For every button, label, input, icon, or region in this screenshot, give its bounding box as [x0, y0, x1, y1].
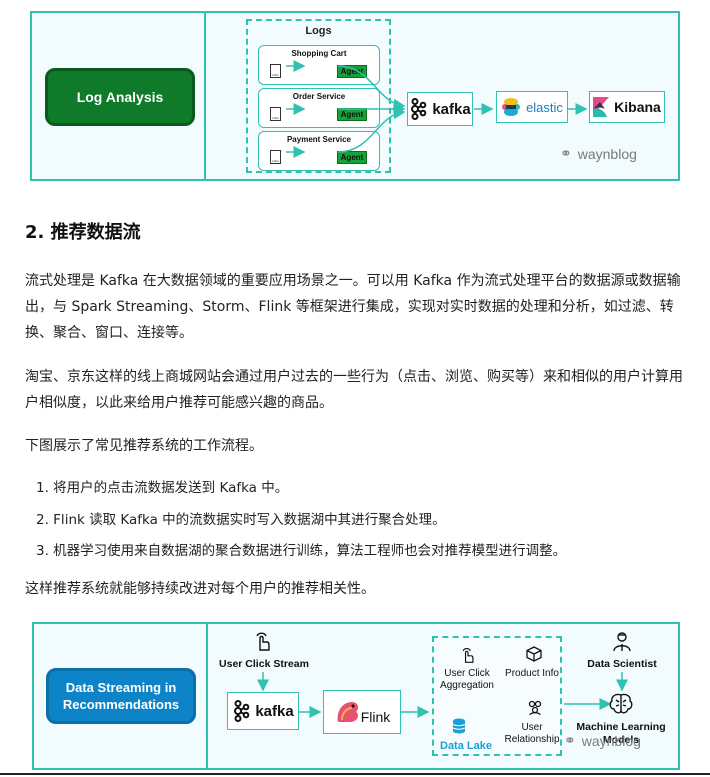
log-file-icon: LOG: [270, 64, 281, 78]
watermark-label: waynblog: [577, 145, 637, 162]
data-scientist-icon: [613, 632, 631, 652]
agent-badge: Agent: [337, 108, 367, 121]
section-heading: 2. 推荐数据流: [25, 222, 141, 243]
flow-arrows: [257, 672, 628, 718]
title-line-2: Recommendations: [62, 697, 180, 712]
elastic-icon: [502, 98, 521, 116]
recommendation-diagram: Data Streaming in Recommendations User C…: [32, 622, 680, 770]
log-analysis-title: Log Analysis: [76, 89, 164, 105]
kibana-icon: [593, 97, 610, 117]
paragraph-3: 下图展示了常见推荐系统的工作流程。: [25, 438, 263, 454]
diagram-left-panel: [32, 13, 206, 179]
kibana-node: Kibana: [589, 91, 665, 123]
flink-label: Flink: [360, 709, 391, 725]
database-icon: [452, 718, 466, 734]
service-payment: Payment Service LOG Agent: [258, 131, 380, 171]
service-shopping-cart: Shopping Cart LOG Agent: [258, 45, 380, 85]
watermark-label: waynblog: [581, 732, 641, 749]
kibana-label: Kibana: [614, 99, 661, 115]
list-item: 2. Flink 读取 Kafka 中的流数据实时写入数据湖中其进行聚合处理。: [36, 512, 446, 528]
diagram-left-panel: [34, 624, 208, 768]
title-line-1: Data Streaming in: [65, 680, 177, 695]
elastic-node: elastic: [496, 91, 568, 123]
kafka-icon: [234, 700, 250, 722]
kafka-icon: [411, 98, 427, 120]
service-name: Shopping Cart: [291, 49, 347, 58]
product-info-label: Product Info: [505, 668, 559, 679]
logs-container: Logs Shopping Cart LOG Agent Order Servi…: [246, 19, 391, 173]
user-relationship-icon: [528, 700, 542, 716]
paragraph-2: 淘宝、京东这样的线上商城网站会通过用户过去的一些行为（点击、浏览、购买等）来和相…: [25, 369, 683, 411]
list-item: 1. 将用户的点击流数据发送到 Kafka 中。: [36, 480, 289, 496]
agent-badge: Agent: [337, 65, 367, 78]
watermark: ⚭ waynblog: [560, 145, 637, 162]
brain-icon: [609, 693, 633, 714]
agent-badge: Agent: [337, 151, 367, 164]
service-name: Order Service: [292, 92, 346, 101]
bottom-divider: [0, 773, 710, 775]
kafka-label: kafka: [432, 100, 471, 118]
recommendation-title-box: Data Streaming in Recommendations: [46, 668, 196, 724]
flow-arrows: [286, 60, 588, 158]
log-file-icon: LOG: [270, 107, 281, 121]
kafka-label: kafka: [255, 702, 294, 720]
log-analysis-title-box: Log Analysis: [45, 68, 195, 126]
flink-squirrel-icon: [337, 702, 358, 722]
kafka-node: kafka: [227, 692, 299, 730]
closing-paragraph: 这样推荐系统就能够持续改进对每个用户的推荐相关性。: [25, 581, 375, 597]
paragraph-1: 流式处理是 Kafka 在大数据领域的重要应用场景之一。可以用 Kafka 作为…: [25, 273, 681, 341]
product-cube-icon: [526, 646, 542, 662]
service-order: Order Service LOG Agent: [258, 88, 380, 128]
pointer-click-icon: [462, 648, 474, 663]
flink-node: Flink: [323, 690, 401, 734]
wechat-icon: ⚭: [560, 145, 572, 161]
service-name: Payment Service: [286, 135, 352, 144]
logs-label: Logs: [305, 25, 332, 37]
log-analysis-diagram: Log Analysis Logs Shopping Cart LOG Agen…: [30, 11, 680, 181]
kafka-node: kafka: [407, 92, 473, 126]
data-scientist-label: Data Scientist: [587, 658, 657, 670]
elastic-label: elastic: [526, 99, 563, 115]
wechat-icon: ⚭: [564, 732, 576, 748]
pointer-click-icon: [256, 632, 270, 651]
data-lake-label: Data Lake: [440, 740, 492, 752]
log-file-icon: LOG: [270, 150, 281, 164]
user-click-stream-label: User Click Stream: [219, 658, 309, 670]
list-item: 3. 机器学习使用来自数据湖的聚合数据进行训练，算法工程师也会对推荐模型进行调整…: [36, 543, 567, 559]
watermark: ⚭ waynblog: [564, 732, 641, 749]
